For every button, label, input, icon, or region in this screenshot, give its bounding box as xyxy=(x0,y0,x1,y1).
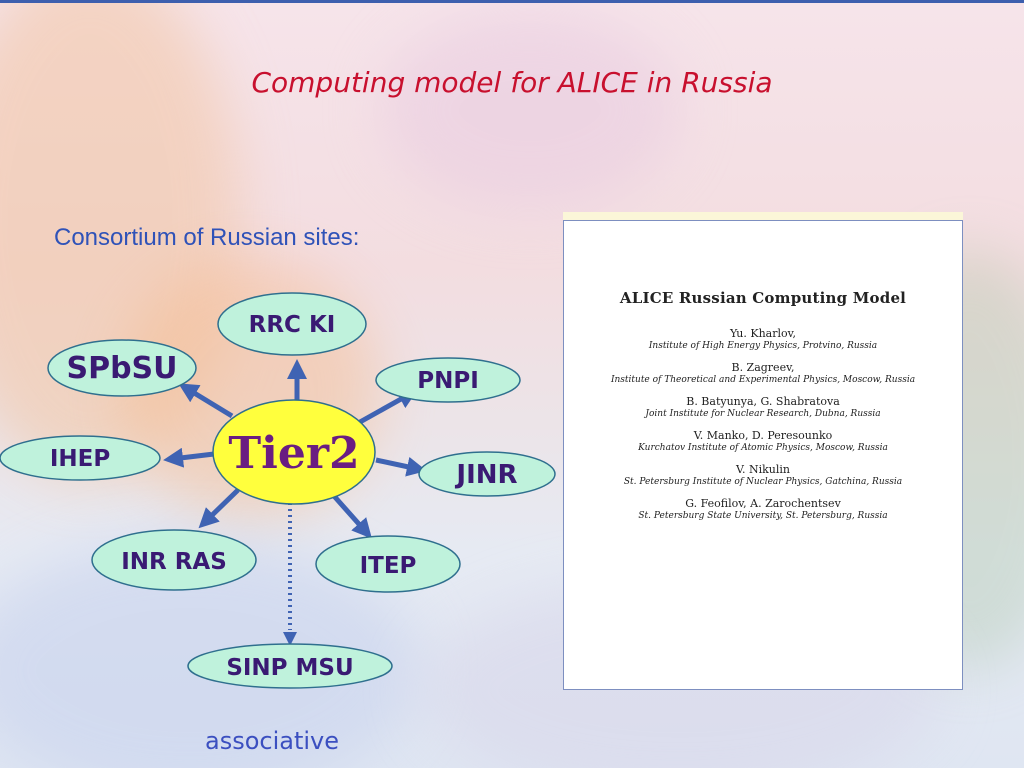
arrow-to-itep xyxy=(332,494,372,539)
hub-label: Tier2 xyxy=(228,428,359,479)
paper-authors: B. Zagreev, xyxy=(731,361,795,374)
arrow-to-pnpi xyxy=(358,389,418,425)
slide-title: Computing model for ALICE in Russia xyxy=(251,66,773,99)
paper-institute: St. Petersburg State University, St. Pet… xyxy=(638,511,888,521)
paper-institute: Kurchatov Institute of Atomic Physics, M… xyxy=(638,443,888,453)
node-label: IHEP xyxy=(50,446,110,472)
node-label: SINP MSU xyxy=(226,655,353,681)
dotted-arrowhead xyxy=(283,632,297,646)
paper-title-page: ALICE Russian Computing Model Yu. Kharlo… xyxy=(563,220,963,690)
paper-institute: Joint Institute for Nuclear Research, Du… xyxy=(645,409,881,419)
node-label: PNPI xyxy=(417,368,479,394)
paper-authors: B. Batyunya, G. Shabratova xyxy=(686,395,840,408)
hub-tier2: Tier2 xyxy=(212,399,376,505)
node-label: ITEP xyxy=(360,553,417,579)
node-label: SPbSU xyxy=(66,351,177,386)
paper-authors: V. Manko, D. Peresounko xyxy=(693,429,833,442)
node-inr-ras: INR RAS xyxy=(91,529,257,591)
arrow-to-jinr xyxy=(375,456,427,477)
node-label: INR RAS xyxy=(121,549,227,575)
associative-label: associative xyxy=(205,727,340,755)
paper-authors: G. Feofilov, A. Zarochentsev xyxy=(685,497,841,510)
slide-subtitle: Consortium of Russian sites: xyxy=(54,224,360,251)
paper-authors: Yu. Kharlov, xyxy=(729,327,797,340)
arrow-to-spbsu xyxy=(178,383,234,419)
node-jinr: JINR xyxy=(418,451,556,497)
paper-title: ALICE Russian Computing Model xyxy=(619,289,907,307)
node-ihep: IHEP xyxy=(0,435,161,481)
paper-institute: Institute of Theoretical and Experimenta… xyxy=(610,375,916,385)
node-spbsu: SPbSU xyxy=(47,339,197,397)
node-rrc-ki: RRC KI xyxy=(217,292,367,356)
top-rule xyxy=(0,0,1024,3)
paper-institute: St. Petersburg Institute of Nuclear Phys… xyxy=(623,477,903,487)
node-label: RRC KI xyxy=(249,312,336,338)
arrows xyxy=(163,359,427,539)
paper-institute: Institute of High Energy Physics, Protvi… xyxy=(648,341,878,351)
node-label: JINR xyxy=(454,460,517,490)
node-sinp-msu: SINP MSU xyxy=(187,643,393,689)
node-itep: ITEP xyxy=(315,535,461,593)
arrow-to-ihep xyxy=(163,447,215,468)
arrow-to-inr-ras xyxy=(198,488,240,529)
node-pnpi: PNPI xyxy=(375,357,521,403)
paper-authors: V. Nikulin xyxy=(735,463,791,476)
paper-top-edge xyxy=(563,212,963,220)
